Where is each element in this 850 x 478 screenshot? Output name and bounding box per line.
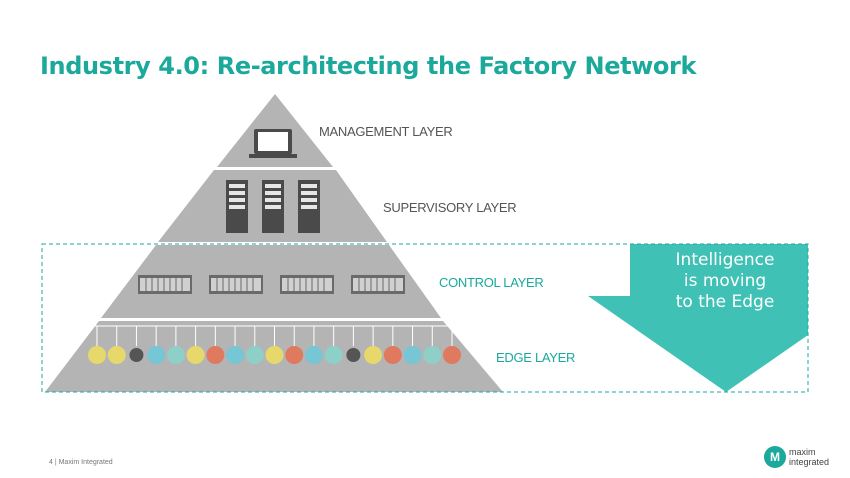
maxim-logo-text: maxim integrated (789, 447, 829, 467)
slide-title: Industry 4.0: Re-architecting the Factor… (40, 52, 697, 80)
callout-line-1: Intelligence (675, 250, 775, 270)
edge-device-row (88, 326, 461, 364)
robot-arm-icon (346, 348, 361, 362)
supervisory-layer-label: SUPERVISORY LAYER (383, 200, 517, 215)
control-layer-label: CONTROL LAYER (439, 275, 544, 290)
valve-icon (285, 346, 304, 364)
edge-layer-label: EDGE LAYER (496, 350, 576, 365)
intelligence-callout-text: Intelligence is moving to the Edge (640, 250, 810, 313)
gauge-icon (226, 346, 245, 364)
gauge-icon (403, 346, 422, 364)
plc-controller-icon (280, 275, 334, 294)
robot-arm-icon (129, 348, 144, 362)
plc-controller-icon (351, 275, 405, 294)
plc-controller-icon (138, 275, 192, 294)
server-icon (226, 180, 248, 233)
valve-icon (206, 346, 225, 364)
control-tier (101, 245, 441, 318)
sensor-icon (265, 346, 284, 364)
management-layer-label: MANAGEMENT LAYER (319, 124, 453, 139)
motor-icon (166, 346, 185, 364)
sensor-icon (107, 346, 126, 364)
valve-icon (383, 346, 402, 364)
sensor-icon (186, 346, 205, 364)
logo-line-1: maxim (789, 447, 816, 457)
intelligence-arrow (588, 244, 808, 392)
footer-text: 4 | Maxim Integrated (49, 459, 113, 466)
maxim-logo-mark: M (764, 446, 786, 468)
maxim-logo: M maxim integrated (764, 446, 844, 472)
sensor-icon (88, 346, 106, 364)
server-icon (262, 180, 284, 233)
sensor-icon (364, 346, 383, 364)
plc-controller-icon (209, 275, 263, 294)
logo-line-2: integrated (789, 457, 830, 467)
edge-region-outline (41, 243, 809, 393)
valve-icon (443, 346, 461, 364)
gauge-icon (304, 346, 323, 364)
motor-icon (423, 346, 442, 364)
server-icon (298, 180, 320, 233)
gauge-icon (147, 346, 166, 364)
laptop-icon (249, 129, 297, 158)
motor-icon (324, 346, 343, 364)
callout-line-3: to the Edge (675, 292, 775, 312)
callout-line-2: is moving (683, 271, 767, 291)
motor-icon (245, 346, 264, 364)
